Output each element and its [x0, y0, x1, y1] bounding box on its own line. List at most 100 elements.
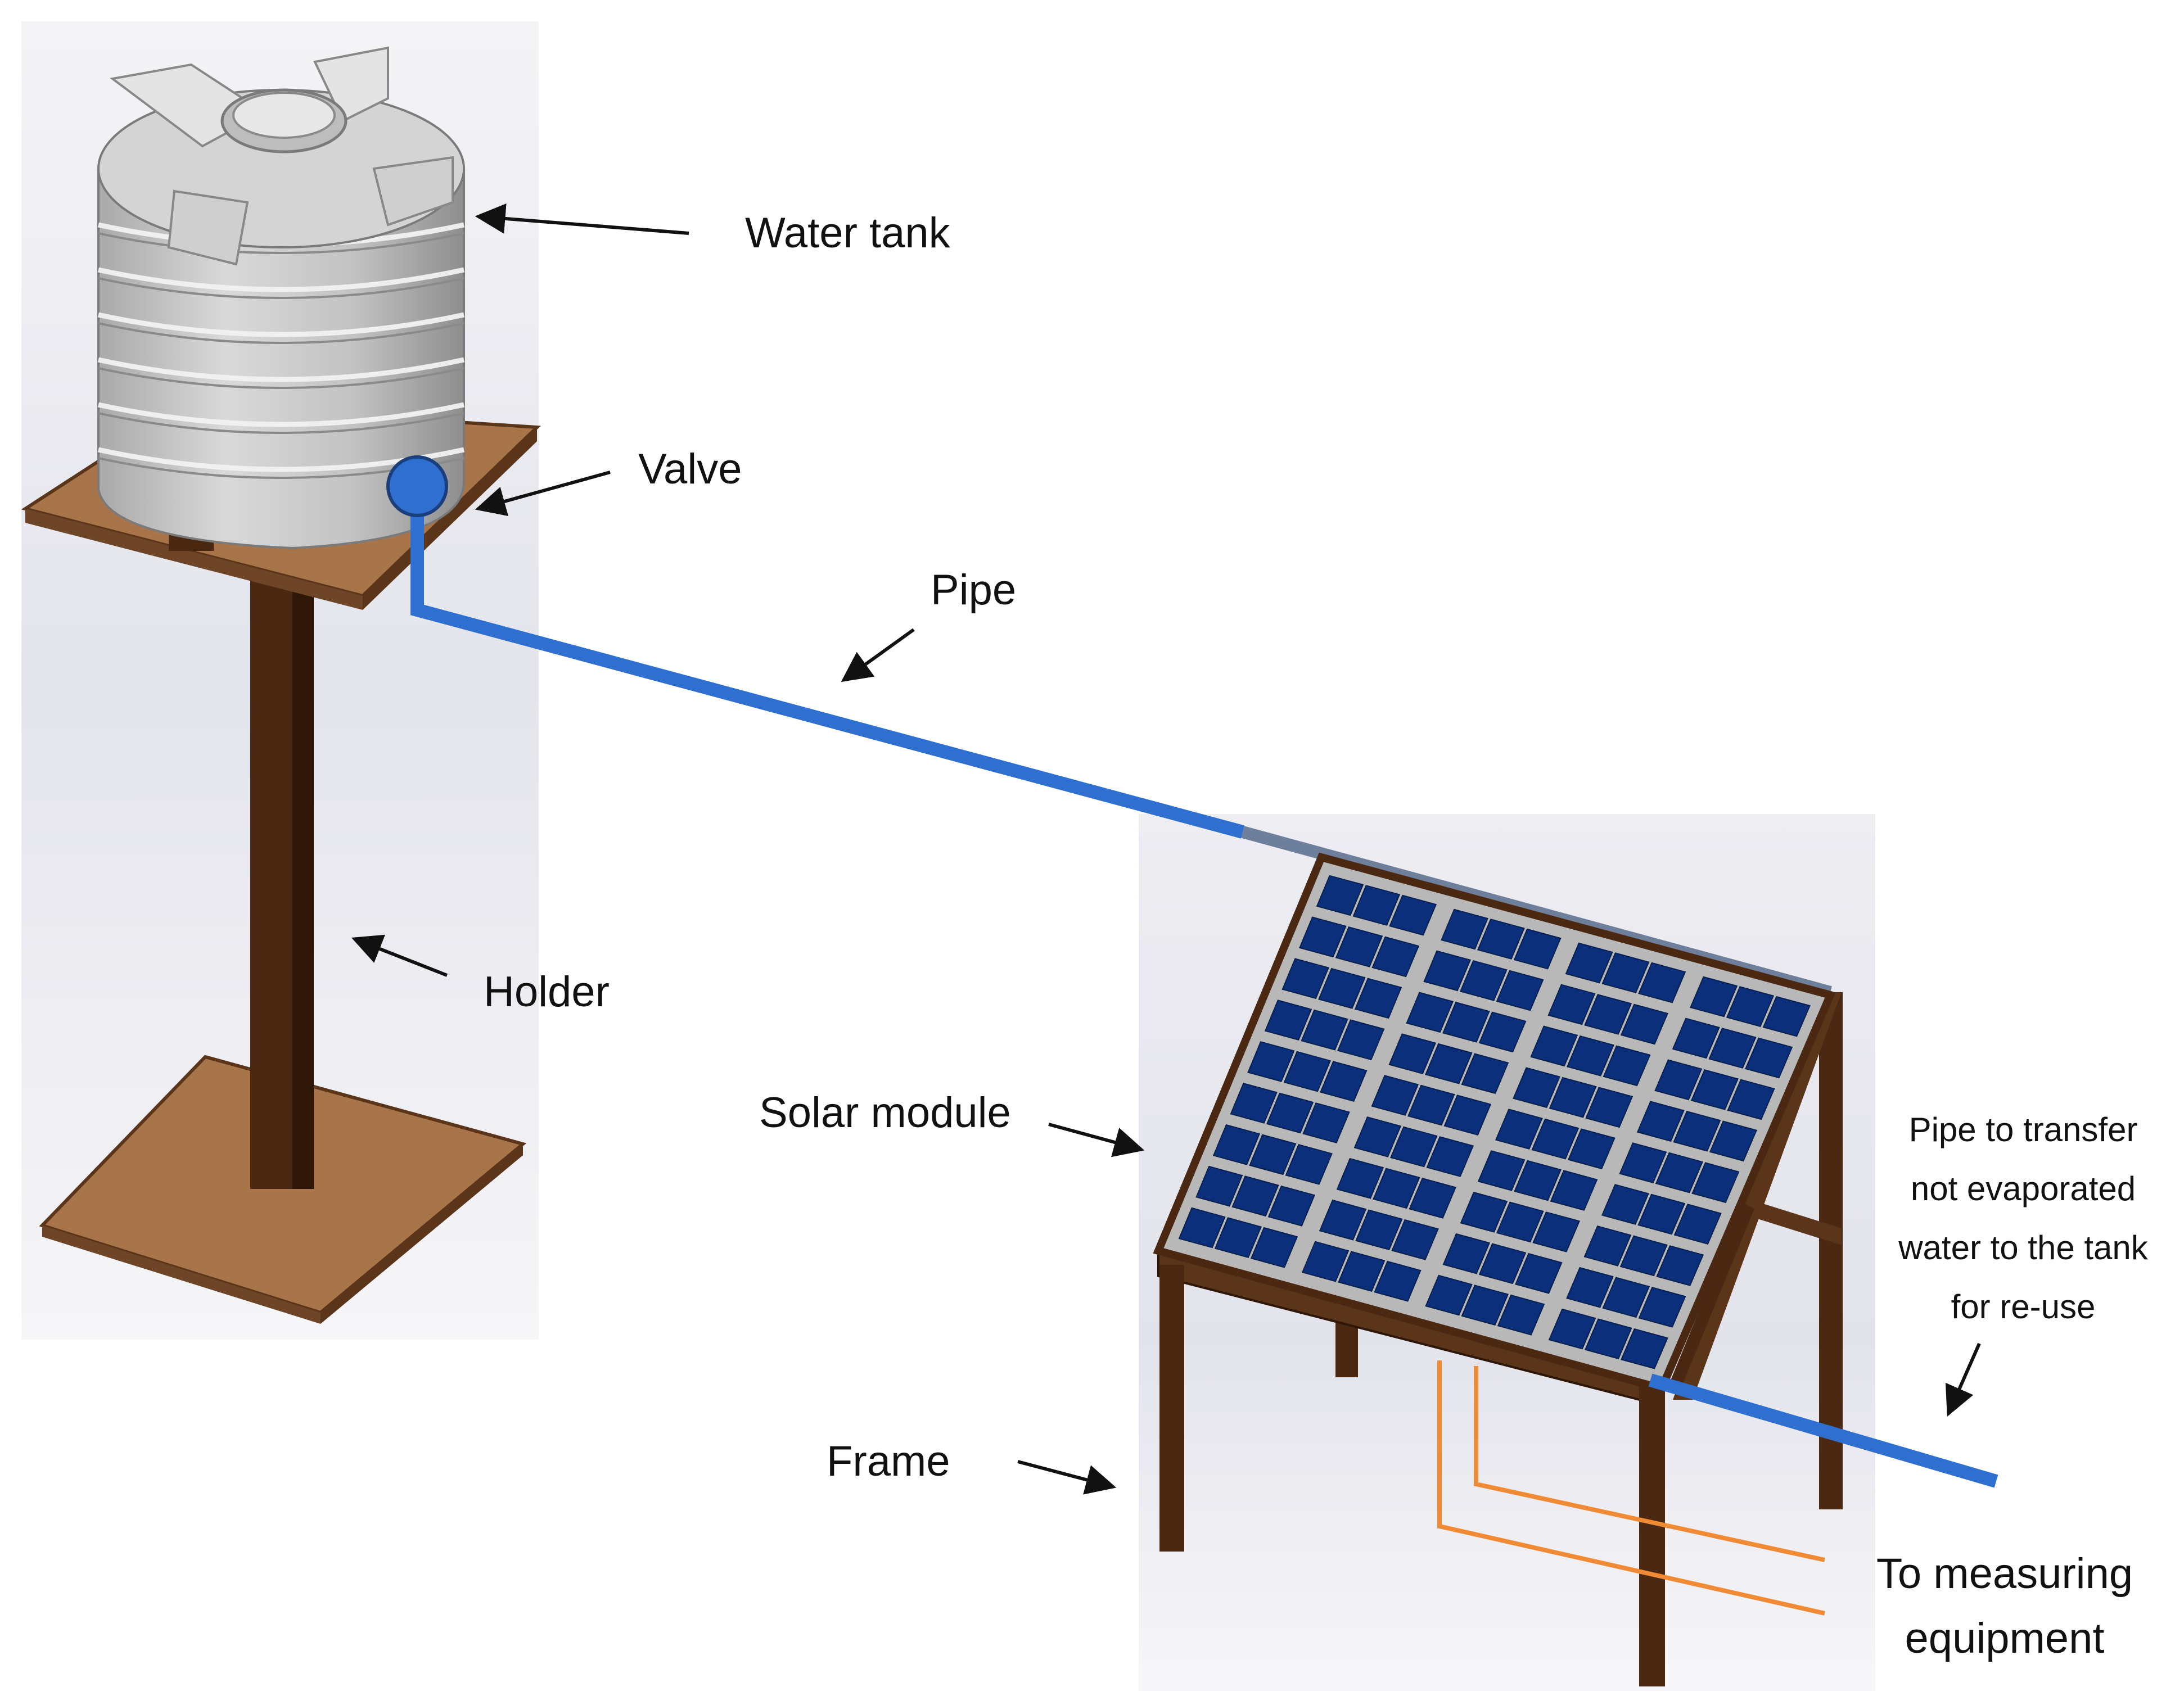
return-pipe — [1648, 1373, 1998, 1488]
solar-cell — [1673, 1110, 1721, 1152]
solar-cell — [1672, 1017, 1720, 1059]
solar-cell — [1565, 942, 1613, 984]
solar-cell — [1371, 936, 1420, 978]
solar-cell — [1567, 1128, 1616, 1170]
svg-text:equipment: equipment — [1905, 1614, 2105, 1662]
solar-cell — [1548, 1308, 1596, 1350]
solar-cell — [1497, 1294, 1545, 1336]
solar-cell — [1550, 1170, 1598, 1211]
svg-text:not evaporated: not evaporated — [1911, 1170, 2136, 1207]
solar-cell — [1231, 1175, 1279, 1217]
solar-cell — [1320, 1061, 1368, 1102]
solar-cell — [1762, 996, 1811, 1037]
solar-cell — [1709, 1120, 1758, 1162]
solar-cell — [1337, 1019, 1385, 1061]
solar-cell — [1690, 1069, 1739, 1110]
arrow-solar-module — [1048, 1123, 1145, 1157]
label-solar-module: Solar module — [759, 1089, 1011, 1137]
solar-cell — [1637, 1193, 1686, 1235]
solar-cell — [1355, 1209, 1403, 1251]
solar-cell — [1514, 1160, 1562, 1201]
solar-cell — [1708, 1028, 1757, 1069]
solar-cell — [1267, 1185, 1315, 1227]
solar-cell — [1513, 1067, 1560, 1109]
solar-cell — [1249, 1134, 1297, 1175]
solar-cell — [1601, 1184, 1649, 1225]
solar-cell — [1478, 1243, 1527, 1285]
solar-cell — [1566, 1267, 1614, 1308]
solar-cell — [1299, 916, 1347, 958]
solar-cell — [1726, 986, 1775, 1027]
measuring-wires — [1437, 1360, 1825, 1616]
solar-cell — [1460, 1191, 1508, 1233]
annotation-arrows — [351, 203, 1981, 1495]
label-measuring: To measuring equipment — [1876, 1550, 2133, 1662]
water-tank — [97, 46, 465, 551]
solar-cell — [1195, 1165, 1243, 1207]
solar-cell — [1406, 992, 1454, 1033]
solar-cell — [1409, 1178, 1456, 1219]
solar-cell — [1496, 970, 1544, 1011]
solar-cell — [1230, 1083, 1278, 1124]
solar-cell — [1266, 1092, 1314, 1134]
solar-cell — [1531, 1118, 1580, 1160]
solar-cell — [1318, 967, 1366, 1009]
label-water-tank: Water tank — [745, 209, 951, 257]
solar-cell — [1478, 1011, 1527, 1053]
solar-cell — [1584, 1318, 1632, 1360]
solar-cell — [1285, 1144, 1333, 1185]
solar-cell — [1319, 1199, 1367, 1241]
svg-text:for re-use: for re-use — [1951, 1288, 2096, 1326]
arrow-frame — [1017, 1460, 1117, 1495]
solar-cell — [1335, 926, 1383, 967]
solar-cell — [1584, 994, 1632, 1035]
solar-cell — [1373, 1168, 1420, 1209]
label-frame: Frame — [827, 1437, 950, 1485]
solar-cell — [1407, 1084, 1455, 1126]
solar-cell — [1423, 950, 1472, 992]
solar-cell — [1301, 1009, 1348, 1051]
solar-cell — [1461, 1285, 1509, 1326]
valve-icon — [386, 455, 448, 517]
svg-text:water to the tank: water to the tank — [1898, 1229, 2149, 1267]
arrow-valve — [475, 471, 611, 517]
solar-cell — [1691, 1162, 1740, 1204]
solar-cell — [1477, 1150, 1526, 1191]
solar-cell — [1390, 1126, 1438, 1168]
solar-cell — [1442, 1001, 1490, 1043]
svg-text:Pipe to transfer: Pipe to transfer — [1909, 1111, 2138, 1148]
solar-cell — [1283, 1051, 1332, 1092]
solar-cell — [1495, 1109, 1543, 1150]
solar-cell — [1513, 928, 1562, 970]
label-pipe: Pipe — [931, 566, 1016, 614]
solar-cell — [1281, 958, 1329, 1000]
solar-cell — [1178, 1207, 1226, 1249]
solar-cell — [1656, 1245, 1704, 1286]
solar-cell — [1583, 1225, 1632, 1267]
arrow-return-pipe — [1945, 1342, 1981, 1417]
solar-cell — [1302, 1102, 1350, 1143]
solar-cell — [1690, 976, 1738, 1017]
solar-cell — [1636, 1101, 1685, 1142]
solar-cell — [1602, 1277, 1650, 1318]
solar-cell — [1547, 984, 1596, 1025]
solar-cell — [1585, 1087, 1634, 1128]
solar-cell — [1532, 1211, 1581, 1252]
solar-cell — [1374, 1260, 1422, 1302]
solar-cell — [1745, 1037, 1793, 1079]
solar-module — [1153, 852, 1836, 1394]
solar-cell — [1461, 1053, 1509, 1095]
label-valve: Valve — [638, 445, 742, 493]
label-return-pipe: Pipe to transfer not evaporated water to… — [1898, 1111, 2149, 1326]
solar-cell — [1673, 1204, 1722, 1245]
solar-cell — [1316, 875, 1364, 916]
solar-cell — [1603, 1045, 1651, 1087]
solar-cell — [1459, 960, 1508, 1001]
solar-cell — [1352, 885, 1401, 926]
solar-cell — [1620, 1003, 1668, 1045]
arrow-pipe — [841, 628, 915, 682]
svg-text:To measuring: To measuring — [1876, 1550, 2133, 1598]
solar-cell — [1247, 1041, 1295, 1082]
solar-cell — [1530, 1025, 1578, 1067]
